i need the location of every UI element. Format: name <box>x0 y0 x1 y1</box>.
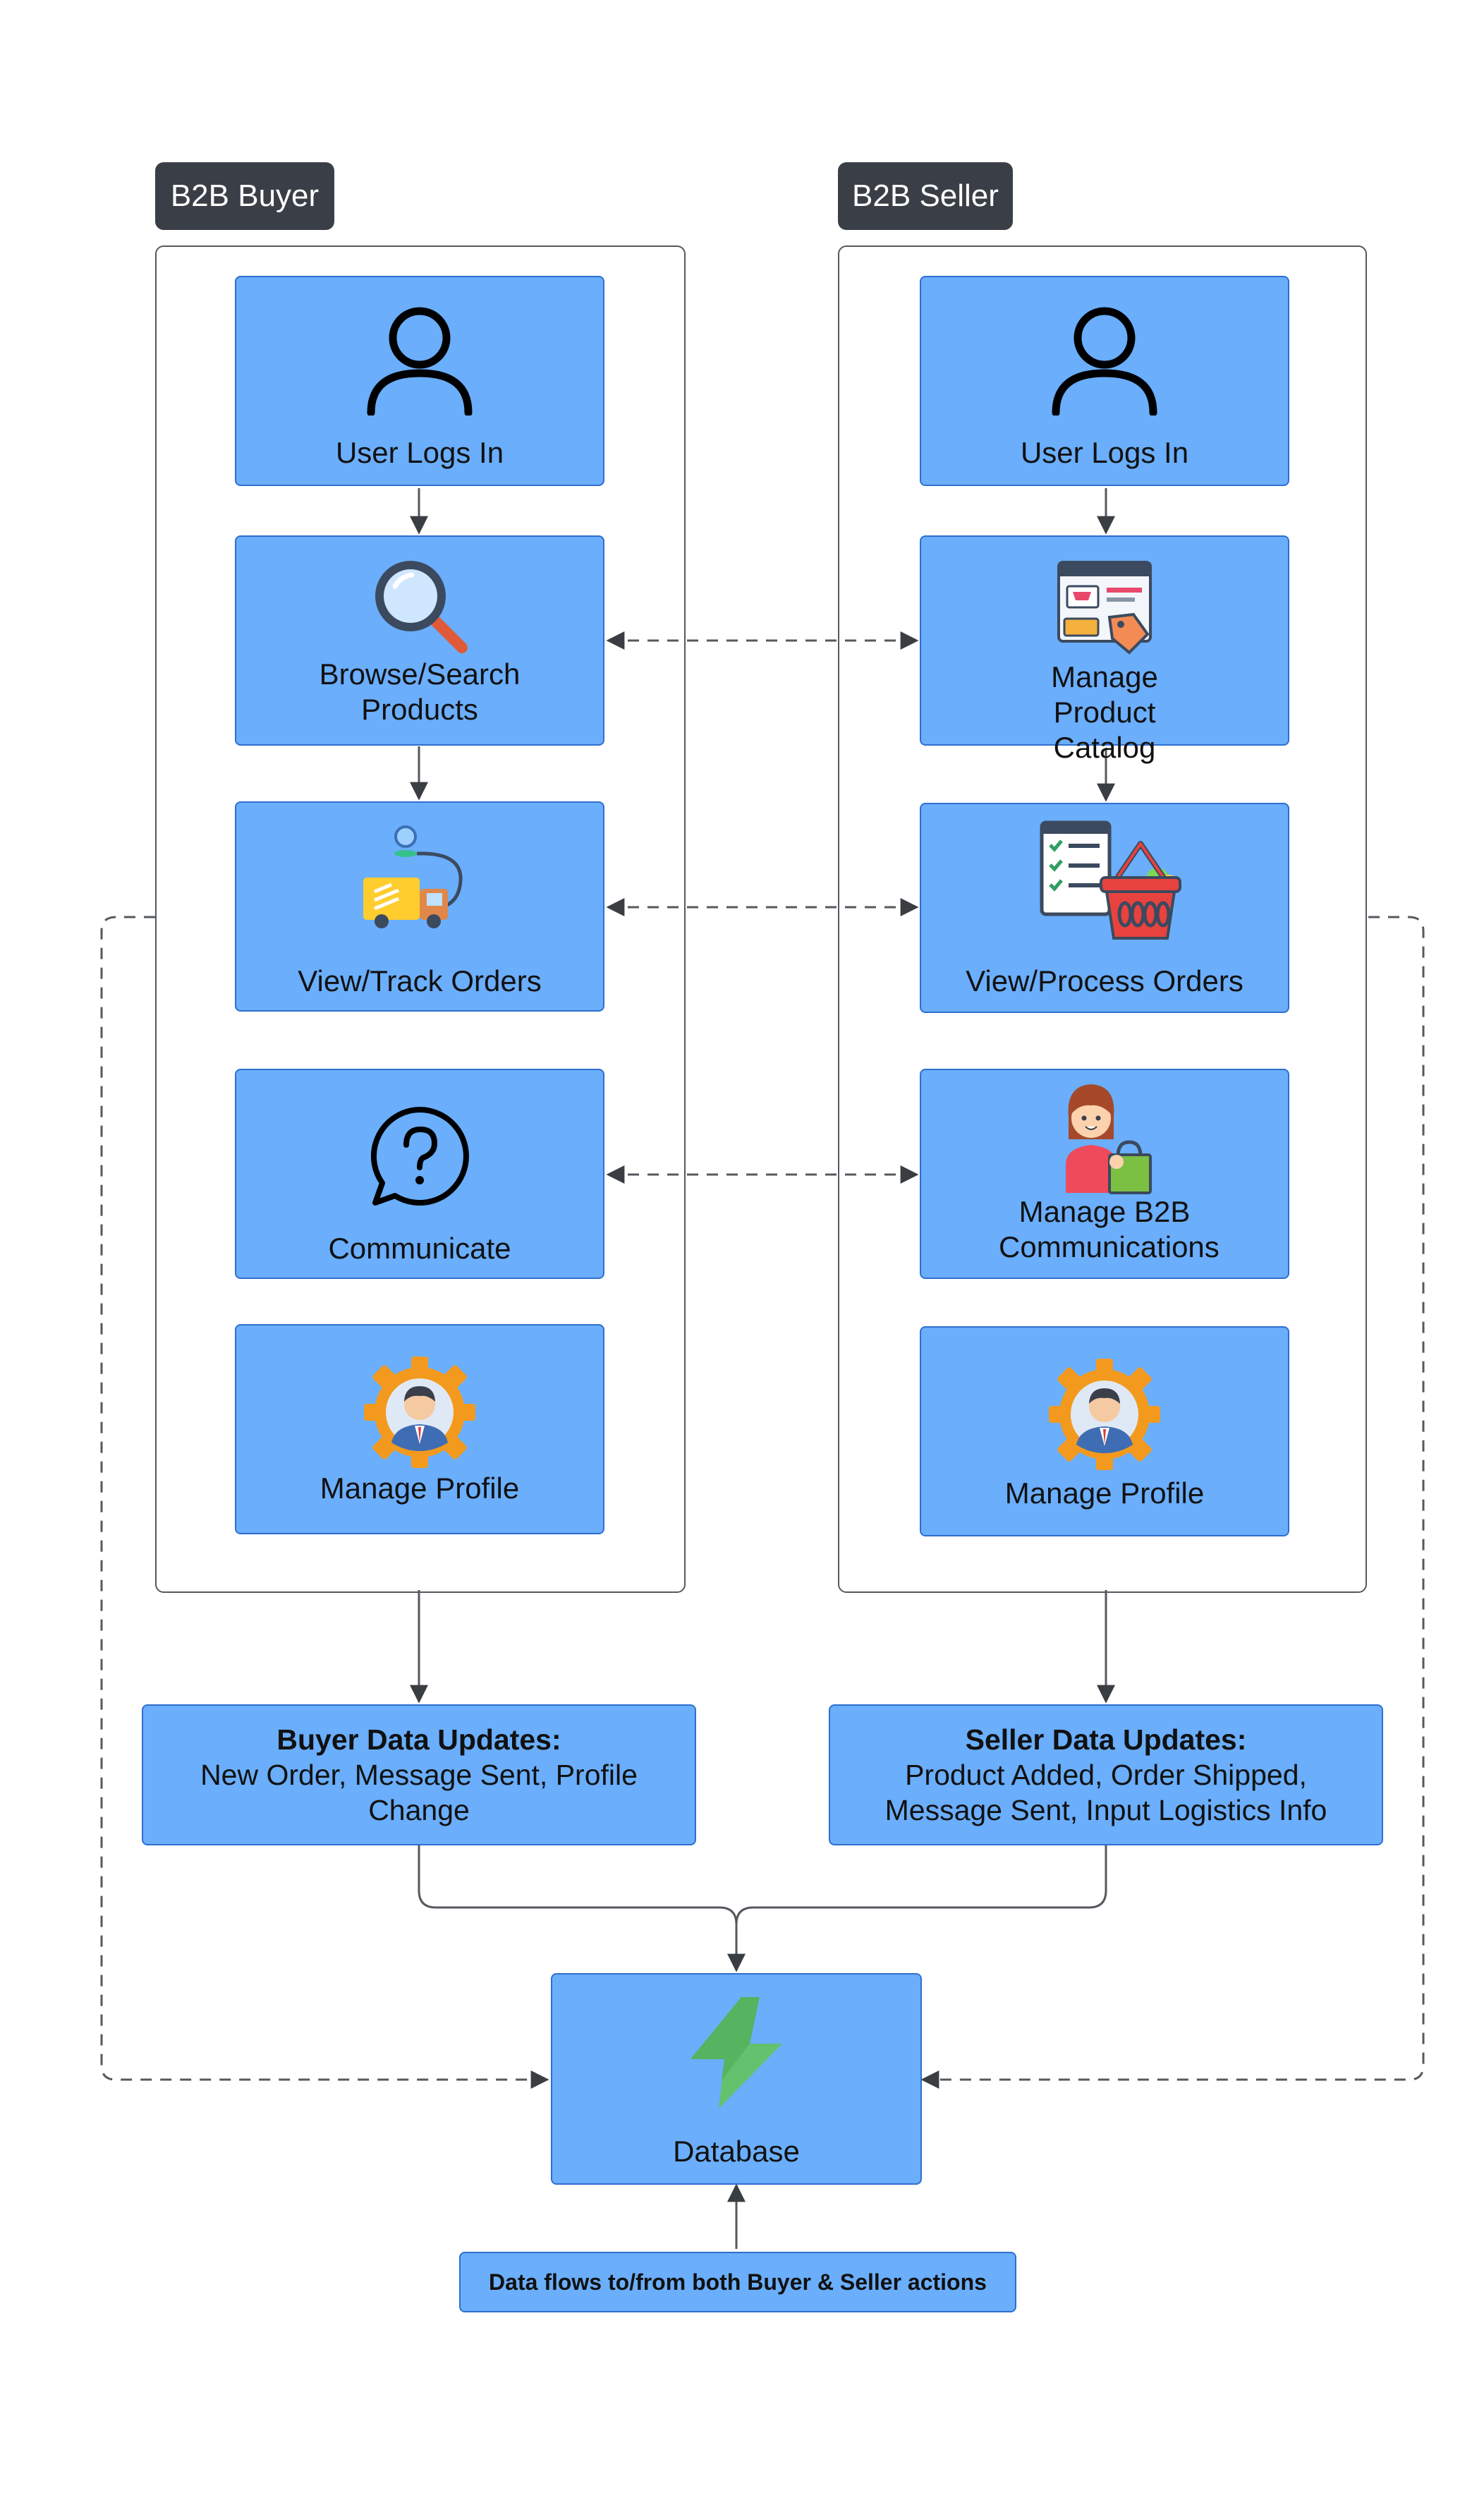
buyer-step-login-label: User Logs In <box>335 436 504 469</box>
lightning-icon <box>691 1997 782 2109</box>
user-icon <box>367 307 473 416</box>
edge-updates-merge <box>418 1845 1107 1968</box>
edge-seller-database-dashed <box>920 916 1425 2089</box>
seller-step-catalog-label: Manage Product Catalog <box>1051 660 1158 764</box>
buyer-group-title: B2B Buyer <box>155 162 334 230</box>
seller-updates-box[interactable]: Seller Data Updates: Product Added, Orde… <box>829 1704 1383 1845</box>
catalog-tag-icon <box>1057 561 1152 655</box>
seller-step-profile-label: Manage Profile <box>1004 1476 1205 1510</box>
buyer-step-login[interactable]: User Logs In <box>235 276 604 486</box>
seller-step-orders-label: View/Process Orders <box>966 964 1243 997</box>
database-node[interactable]: Database <box>551 1973 922 2185</box>
seller-step-login-label: User Logs In <box>1020 436 1189 469</box>
seller-step-communications-label: Manage B2B Communications <box>999 1195 1220 1263</box>
magnifier-icon <box>375 561 468 653</box>
buyer-step-profile[interactable]: Manage Profile <box>235 1324 604 1534</box>
user-icon <box>1052 307 1157 416</box>
seller-swimlane <box>838 245 1367 1593</box>
seller-updates-body: Product Added, Order Shipped, Message Se… <box>884 1759 1327 1826</box>
buyer-step-browse[interactable]: Browse/Search Products <box>235 535 604 746</box>
buyer-step-orders-label: View/Track Orders <box>298 964 542 997</box>
seller-step-profile[interactable]: Manage Profile <box>920 1326 1289 1536</box>
buyer-step-orders[interactable]: View/Track Orders <box>235 801 604 1012</box>
buyer-updates-box[interactable]: Buyer Data Updates: New Order, Message S… <box>142 1704 696 1845</box>
delivery-truck-icon <box>363 825 463 928</box>
data-flow-note[interactable]: Data flows to/from both Buyer & Seller a… <box>459 2252 1016 2312</box>
seller-updates-title: Seller Data Updates: <box>965 1723 1247 1756</box>
buyer-step-communicate-label: Communicate <box>328 1232 511 1265</box>
seller-step-orders[interactable]: View/Process Orders <box>920 803 1289 1013</box>
database-label: Database <box>673 2135 800 2168</box>
checklist-basket-icon <box>1040 820 1181 940</box>
buyer-updates-title: Buyer Data Updates: <box>276 1723 561 1756</box>
seller-step-catalog[interactable]: Manage Product Catalog <box>920 535 1289 764</box>
shopper-bag-icon <box>1066 1084 1152 1194</box>
buyer-swimlane <box>155 245 686 1593</box>
seller-step-communications[interactable]: Manage B2B Communications <box>920 1069 1289 1279</box>
buyer-step-browse-label: Browse/Search Products <box>319 657 521 726</box>
seller-step-login[interactable]: User Logs In <box>920 276 1289 486</box>
profile-gear-icon <box>364 1357 475 1468</box>
buyer-updates-body: New Order, Message Sent, Profile Change <box>200 1759 638 1826</box>
buyer-step-communicate[interactable]: Communicate <box>235 1069 604 1279</box>
seller-group-title: B2B Seller <box>838 162 1013 230</box>
question-chat-icon <box>370 1107 469 1206</box>
profile-gear-icon <box>1049 1359 1160 1470</box>
edge-buyer-database-dashed <box>100 916 549 2089</box>
buyer-step-profile-label: Manage Profile <box>320 1472 520 1505</box>
